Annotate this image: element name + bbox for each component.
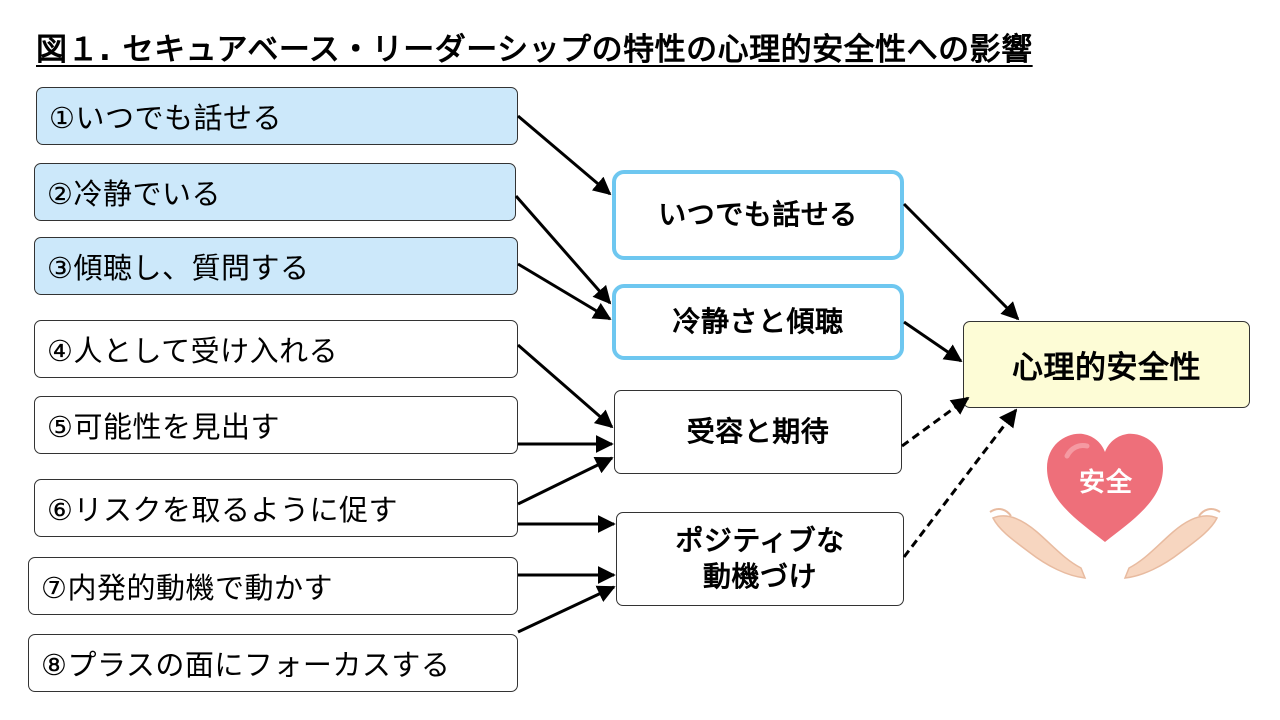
trait-label: ④人として受け入れる (47, 334, 339, 368)
trait-box-6: ⑥リスクを取るように促す (34, 479, 518, 537)
target-label: 心理的安全性 (1012, 350, 1201, 386)
trait-box-4: ④人として受け入れる (34, 320, 518, 378)
trait-label: ⑧プラスの面にフォーカスする (41, 648, 451, 682)
category-label: いつでも話せる (658, 197, 858, 231)
trait-box-7: ⑦内発的動機で動かす (28, 557, 518, 615)
arrow-trait4-to-cat3 (517, 343, 614, 429)
category-label: 冷静さと傾聴 (672, 304, 844, 338)
trait-box-2: ②冷静でいる (34, 163, 516, 221)
arrow-cat1-to-target (902, 202, 1020, 321)
heart-icon (1047, 433, 1163, 542)
trait-label: ⑦内発的動機で動かす (41, 571, 333, 605)
arrow-trait6-to-cat3 (517, 456, 614, 506)
category-box-2: 冷静さと傾聴 (612, 284, 904, 360)
arrow-trait3-to-cat2 (517, 262, 612, 321)
trait-box-8: ⑧プラスの面にフォーカスする (28, 634, 518, 692)
arrow-trait2-to-cat2 (514, 195, 612, 305)
arrow-cat3-to-target (901, 396, 970, 448)
trait-label: ⑤可能性を見出す (47, 410, 280, 444)
trait-label: ③傾聴し、質問する (47, 251, 310, 285)
heart-in-hands-illustration (989, 433, 1221, 579)
arrow-trait1-to-cat1 (517, 114, 612, 196)
arrow-cat4-to-target (902, 408, 1018, 558)
trait-box-3: ③傾聴し、質問する (34, 237, 518, 295)
category-box-4: ポジティブな 動機づけ (616, 512, 904, 606)
category-label-line-1: ポジティブな (675, 523, 845, 557)
trait-label: ⑥リスクを取るように促す (47, 493, 398, 527)
safety-badge-label: 安全 (1078, 468, 1133, 498)
category-box-1: いつでも話せる (612, 170, 904, 260)
target-box: 心理的安全性 (963, 321, 1250, 408)
trait-label: ②冷静でいる (47, 177, 221, 211)
category-box-3: 受容と期待 (614, 390, 902, 474)
category-label: 受容と期待 (686, 414, 830, 448)
arrow-cat2-to-target (903, 320, 963, 363)
hands-icon (989, 508, 1221, 579)
category-label-line-2: 動機づけ (702, 560, 817, 593)
trait-box-1: ①いつでも話せる (36, 87, 518, 145)
diagram-title: 図１. セキュアベース・リーダーシップの特性の心理的安全性への影響 (36, 32, 1033, 68)
arrow-trait8-to-cat4 (517, 585, 616, 634)
trait-label: ①いつでも話せる (49, 101, 282, 135)
trait-box-5: ⑤可能性を見出す (34, 396, 518, 454)
